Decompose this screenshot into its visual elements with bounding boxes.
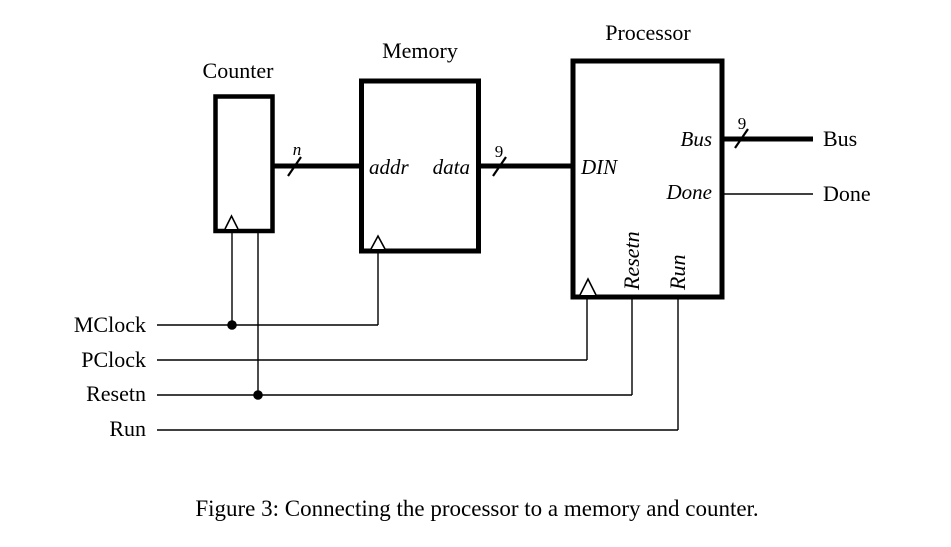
processor-run-port-label: Run — [665, 255, 690, 291]
pclock-signal-label: PClock — [81, 347, 146, 372]
memory-data-port-label: data — [433, 155, 470, 179]
data-bus-width-label: 9 — [495, 142, 504, 161]
resetn-junction-dot — [253, 390, 263, 400]
processor-label: Processor — [605, 20, 691, 45]
counter-bus-width-label: n — [293, 140, 302, 159]
data-bus-width-slash — [492, 156, 507, 177]
bus-output-label: Bus — [823, 126, 857, 151]
memory-addr-port-label: addr — [369, 155, 410, 179]
out-bus-width-label: 9 — [738, 114, 747, 133]
memory-block — [359, 78, 481, 254]
processor-done-port-label: Done — [666, 180, 713, 204]
mclock-signal-label: MClock — [74, 312, 146, 337]
counter-bus-width-slash — [287, 156, 302, 177]
resetn-signal-label: Resetn — [86, 381, 146, 406]
processor-block — [570, 58, 725, 300]
memory-label: Memory — [382, 38, 458, 63]
processor-din-port-label: DIN — [580, 155, 618, 179]
run-signal-label: Run — [109, 416, 146, 441]
counter-block — [213, 94, 275, 234]
mclock-junction-dot — [227, 320, 237, 330]
processor-clock-icon — [579, 277, 597, 296]
counter-clock-icon — [224, 214, 239, 230]
done-output-label: Done — [823, 181, 871, 206]
processor-bus-port-label: Bus — [681, 127, 713, 151]
processor-resetn-port-label: Resetn — [619, 231, 644, 291]
figure-caption: Figure 3: Connecting the processor to a … — [195, 496, 758, 521]
out-bus-width-slash — [734, 128, 749, 149]
counter-label: Counter — [203, 58, 275, 83]
memory-clock-icon — [370, 234, 386, 250]
